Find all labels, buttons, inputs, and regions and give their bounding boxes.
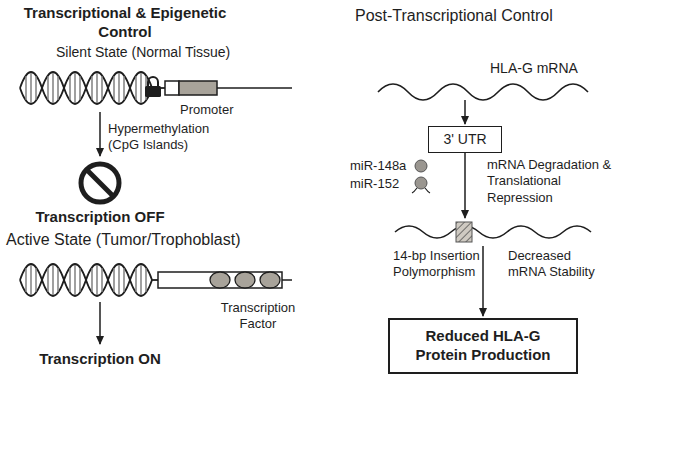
insertion-marker: [456, 222, 472, 242]
molecule-label: HLA-G mRNA: [490, 60, 610, 78]
prohibition-symbol: [81, 164, 119, 202]
mirna-symbol: [412, 160, 430, 193]
state-label: Active State (Tumor/Trophoblast): [6, 230, 296, 250]
flow-arrow: [464, 153, 466, 218]
utr-box: 3' UTR: [428, 126, 502, 153]
section-heading: Transcriptional & Epigenetic Control: [0, 4, 250, 42]
active-promoter: [158, 272, 292, 288]
part-label: Transcription Factor: [208, 300, 308, 333]
flow-arrow: [99, 302, 101, 344]
lock-symbol: [145, 77, 161, 97]
flow-arrow: [99, 112, 101, 156]
flow-arrow: [464, 100, 466, 124]
process-label: Hypermethylation (CpG Islands): [108, 121, 228, 154]
section-heading: Post-Transcriptional Control: [355, 6, 655, 26]
variant-label: 14-bp Insertion Polymorphism: [393, 248, 498, 281]
process-label: mRNA Degradation & Translational Repress…: [487, 157, 612, 206]
result-label: Transcription ON: [30, 350, 170, 369]
mrna-strand: [378, 84, 588, 100]
dna-helix: [20, 264, 158, 296]
promoter-region: [165, 81, 292, 95]
result-label: Transcription OFF: [30, 208, 170, 227]
dna-helix: [20, 72, 165, 104]
outcome-box: Reduced HLA-G Protein Production: [388, 318, 578, 374]
mrna-strand: [395, 226, 591, 238]
box-text: 3' UTR: [443, 131, 486, 149]
state-label: Silent State (Normal Tissue): [56, 44, 276, 62]
effect-label: Decreased mRNA Stability: [508, 248, 608, 281]
mirna-label: miR-148a: [350, 158, 420, 174]
flow-arrow: [482, 246, 484, 316]
mirna-label: miR-152: [350, 176, 420, 192]
part-label: Promoter: [180, 102, 260, 118]
box-text: Reduced HLA-G Protein Production: [410, 327, 556, 365]
